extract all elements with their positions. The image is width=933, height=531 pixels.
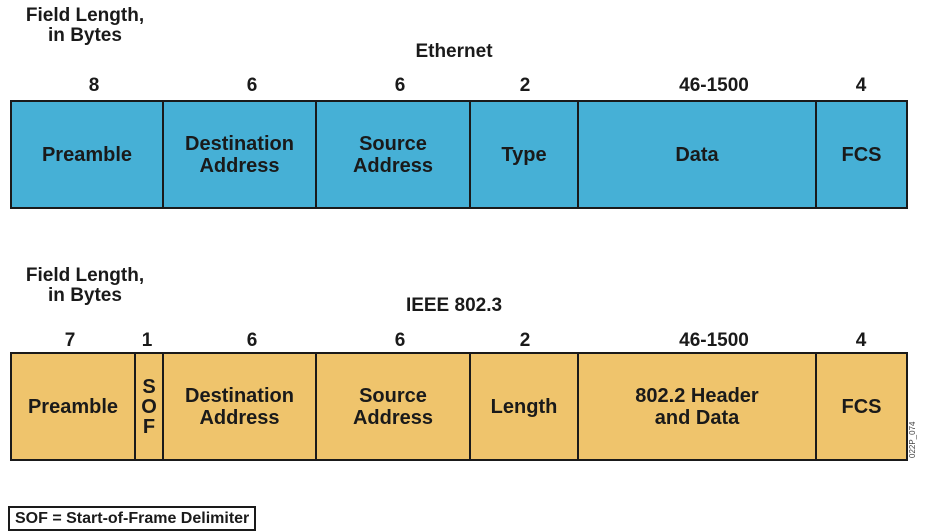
figure-code: 022P_074 bbox=[908, 421, 917, 458]
ieee-sof-letter-o: O bbox=[141, 395, 157, 418]
eth-field-preamble-label: Preamble bbox=[41, 143, 133, 166]
ieee-field-preamble-label: Preamble bbox=[27, 395, 119, 418]
eth-field-preamble: Preamble bbox=[12, 102, 164, 207]
eth-len-preamble: 8 bbox=[88, 75, 100, 96]
ethernet-caption-line2: in Bytes bbox=[48, 25, 122, 46]
ethernet-frame: Preamble Destination Address Source Addr… bbox=[10, 100, 908, 209]
eth-field-type: Type bbox=[471, 102, 579, 207]
ieee-field-data: 802.2 Header and Data bbox=[579, 354, 817, 459]
eth-len-source: 6 bbox=[394, 75, 406, 96]
ieee-len-sof: 1 bbox=[141, 330, 153, 351]
ieee-field-source: Source Address bbox=[317, 354, 471, 459]
eth-field-fcs-label: FCS bbox=[841, 143, 882, 166]
eth-len-type: 2 bbox=[519, 75, 531, 96]
ethernet-title: Ethernet bbox=[415, 41, 493, 62]
ieee-len-source: 6 bbox=[394, 330, 406, 351]
ieee-field-length-label: Length bbox=[490, 395, 558, 418]
ieee-field-preamble: Preamble bbox=[12, 354, 136, 459]
ieee-len-data: 46-1500 bbox=[679, 330, 749, 351]
eth-field-source: Source Address bbox=[317, 102, 471, 207]
eth-field-destination-label: Destination Address bbox=[185, 132, 294, 177]
ieee-sof-letter-s: S bbox=[142, 375, 156, 398]
eth-len-destination: 6 bbox=[246, 75, 258, 96]
ieee-len-preamble: 7 bbox=[64, 330, 76, 351]
ieee-sof-letter-f: F bbox=[142, 415, 156, 438]
ieee-field-destination-label: Destination Address bbox=[185, 384, 294, 429]
ieee-field-data-label: 802.2 Header and Data bbox=[635, 384, 759, 429]
ieee-len-fcs: 4 bbox=[855, 330, 867, 351]
ieee-frame: Preamble S O F Destination Address Sourc… bbox=[10, 352, 908, 461]
eth-len-fcs: 4 bbox=[855, 75, 867, 96]
eth-field-fcs: FCS bbox=[817, 102, 906, 207]
ieee-caption-line2: in Bytes bbox=[48, 285, 122, 306]
sof-legend: SOF = Start-of-Frame Delimiter bbox=[8, 506, 257, 531]
ieee-field-fcs-label: FCS bbox=[841, 395, 882, 418]
ieee-field-destination: Destination Address bbox=[164, 354, 317, 459]
ieee-title: IEEE 802.3 bbox=[405, 295, 503, 316]
ieee-len-destination: 6 bbox=[246, 330, 258, 351]
ethernet-caption: Field Length, in Bytes bbox=[10, 6, 160, 46]
ieee-caption: Field Length, in Bytes bbox=[10, 266, 160, 306]
eth-field-type-label: Type bbox=[501, 143, 547, 166]
ethernet-caption-line1: Field Length, bbox=[25, 5, 145, 26]
eth-len-data: 46-1500 bbox=[679, 75, 749, 96]
eth-field-data: Data bbox=[579, 102, 817, 207]
eth-field-data-label: Data bbox=[675, 143, 719, 166]
ieee-len-length: 2 bbox=[519, 330, 531, 351]
ieee-field-fcs: FCS bbox=[817, 354, 906, 459]
ieee-field-source-label: Source Address bbox=[352, 384, 434, 429]
ieee-field-length: Length bbox=[471, 354, 579, 459]
eth-field-source-label: Source Address bbox=[352, 132, 434, 177]
eth-field-destination: Destination Address bbox=[164, 102, 317, 207]
ieee-field-sof: S O F bbox=[136, 354, 164, 459]
ieee-caption-line1: Field Length, bbox=[25, 265, 145, 286]
